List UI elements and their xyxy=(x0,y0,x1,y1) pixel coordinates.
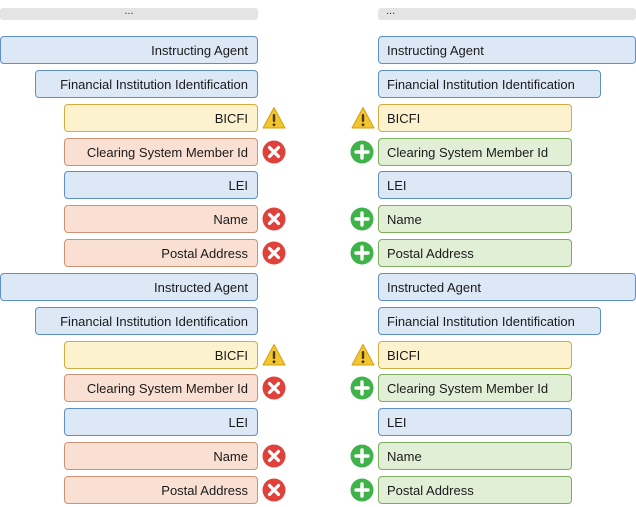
left-lei-box: LEI xyxy=(64,171,258,199)
right-name-box: Name xyxy=(378,205,572,233)
left-lei-box: LEI xyxy=(64,408,258,436)
added-plus-icon xyxy=(350,376,374,400)
warning-icon xyxy=(262,343,286,367)
removed-x-icon xyxy=(262,444,286,468)
warning-icon xyxy=(351,343,375,367)
right-fi-identification-box: Financial Institution Identification xyxy=(378,70,601,98)
right-bicfi-box: BICFI xyxy=(378,341,572,369)
removed-x-icon xyxy=(262,140,286,164)
right-clearing-box: Clearing System Member Id xyxy=(378,138,572,166)
left-fi-identification-box: Financial Institution Identification xyxy=(35,70,258,98)
warning-icon xyxy=(351,106,375,130)
removed-x-icon xyxy=(262,241,286,265)
added-plus-icon xyxy=(350,140,374,164)
right-name-box: Name xyxy=(378,442,572,470)
left-ellipsis: ... xyxy=(0,6,258,20)
warning-icon xyxy=(262,106,286,130)
left-postal-address-box: Postal Address xyxy=(64,239,258,267)
removed-x-icon xyxy=(262,478,286,502)
right-fi-identification-box: Financial Institution Identification xyxy=(378,307,601,335)
right-instructing-agent-box: Instructing Agent xyxy=(378,36,636,64)
added-plus-icon xyxy=(350,478,374,502)
right-lei-box: LEI xyxy=(378,408,572,436)
left-fi-identification-box: Financial Institution Identification xyxy=(35,307,258,335)
left-bicfi-box: BICFI xyxy=(64,341,258,369)
added-plus-icon xyxy=(350,207,374,231)
added-plus-icon xyxy=(350,444,374,468)
right-instructed-agent-box: Instructed Agent xyxy=(378,273,636,301)
added-plus-icon xyxy=(350,241,374,265)
right-lei-box: LEI xyxy=(378,171,572,199)
right-postal-address-box: Postal Address xyxy=(378,476,572,504)
right-clearing-box: Clearing System Member Id xyxy=(378,374,572,402)
left-instructing-agent-box: Instructing Agent xyxy=(0,36,258,64)
right-bicfi-box: BICFI xyxy=(378,104,572,132)
left-postal-address-box: Postal Address xyxy=(64,476,258,504)
left-clearing-box: Clearing System Member Id xyxy=(64,374,258,402)
left-name-box: Name xyxy=(64,205,258,233)
right-postal-address-box: Postal Address xyxy=(378,239,572,267)
left-name-box: Name xyxy=(64,442,258,470)
left-instructed-agent-box: Instructed Agent xyxy=(0,273,258,301)
removed-x-icon xyxy=(262,376,286,400)
left-clearing-box: Clearing System Member Id xyxy=(64,138,258,166)
removed-x-icon xyxy=(262,207,286,231)
left-bicfi-box: BICFI xyxy=(64,104,258,132)
right-ellipsis: ... xyxy=(378,6,636,20)
